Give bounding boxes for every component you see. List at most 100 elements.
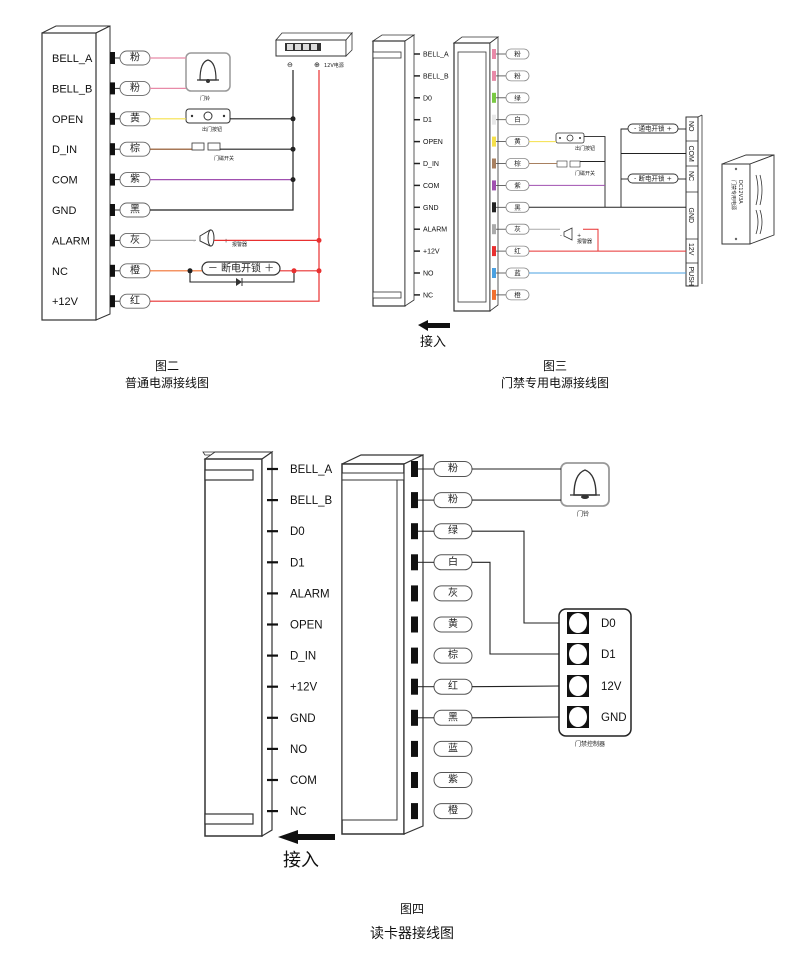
terminal-label: GND xyxy=(687,208,694,224)
pin-terminal xyxy=(492,224,496,235)
pin-label: D0 xyxy=(423,95,432,102)
psu-box: DC12V3A 门禁专用电源 xyxy=(721,154,775,245)
pin-label: BELL_A xyxy=(52,53,93,65)
pin-label: OPEN xyxy=(290,620,323,632)
wire-color-label: 橙 xyxy=(448,804,458,817)
controller-label: 门禁控制器 xyxy=(575,740,605,748)
svg-text:+: + xyxy=(577,233,581,239)
pin-terminal xyxy=(492,70,496,81)
pin-label: +12V xyxy=(423,249,440,256)
lock-off-label: - 断电开锁 + xyxy=(634,174,672,183)
pin-label: +12V xyxy=(52,296,79,308)
pin-label: D_IN xyxy=(290,651,316,663)
wire-tag xyxy=(433,772,473,788)
wire-color-label: 黄 xyxy=(514,137,521,146)
wire-tag xyxy=(505,114,530,126)
arrow-left-icon xyxy=(278,830,335,844)
wire-tag xyxy=(433,803,473,820)
wire-color-label: 粉 xyxy=(448,493,458,506)
wire-color-label: 粉 xyxy=(130,51,140,64)
insert-arrow: 接入 xyxy=(418,320,450,350)
pin-label: COM xyxy=(290,775,317,787)
pin-label: NC xyxy=(52,266,68,278)
fig4-caption-title: 读卡器接线图 xyxy=(370,925,454,942)
junction-dot xyxy=(316,237,322,243)
fail-secure-lock: - 通电开锁 + xyxy=(627,124,679,134)
wire-color-label: 紫 xyxy=(514,181,521,189)
pin-terminal xyxy=(110,264,115,277)
wire-color-label: 绿 xyxy=(514,93,521,102)
wire-color-label: 粉 xyxy=(514,71,521,80)
fig2-caption-number: 图二 xyxy=(155,359,179,373)
lock-label: － 断电开锁 ＋ xyxy=(208,262,274,275)
wire-color-label: 粉 xyxy=(514,49,521,58)
pin-label: D1 xyxy=(423,117,432,124)
wire-tag xyxy=(433,740,473,757)
pin-label: BELL_B xyxy=(290,495,333,507)
pin-terminal xyxy=(411,461,418,477)
junction-dot xyxy=(316,268,322,274)
connector-male xyxy=(202,450,274,838)
wire-color-label: 蓝 xyxy=(514,268,521,277)
door-sensor-label: 门磁开关 xyxy=(575,170,595,177)
pin-terminal xyxy=(492,268,496,278)
bell: 门铃 xyxy=(185,52,231,102)
wire-12v xyxy=(150,70,320,302)
psu-minus-icon: ⊖ xyxy=(287,62,293,69)
bell-icon xyxy=(199,59,217,81)
pin-terminal xyxy=(411,492,418,509)
wire-color-label: 黄 xyxy=(130,111,140,124)
pin-label: ALARM xyxy=(423,227,447,234)
pin-label: BELL_B xyxy=(423,73,449,80)
wire-tag xyxy=(505,70,530,82)
pin-label: +12V xyxy=(290,682,318,694)
wire-tag xyxy=(433,585,473,602)
pin-terminal xyxy=(411,554,418,571)
pin-terminal xyxy=(110,234,115,247)
exit-button: 出门按钮 xyxy=(185,108,231,133)
bell: 门铃 xyxy=(560,462,610,518)
fail-safe-lock: - 断电开锁 + xyxy=(627,174,679,184)
svg-text:-: - xyxy=(193,238,196,245)
wire-color-label: 绿 xyxy=(448,524,458,537)
pin-terminal xyxy=(411,803,418,820)
wire-color-label: 棕 xyxy=(130,142,140,155)
wire-color-label: 黄 xyxy=(448,617,458,630)
pin-terminal xyxy=(411,523,418,540)
wire-color-label: 黑 xyxy=(130,204,140,216)
wire-color-label: 白 xyxy=(514,115,521,124)
pin-terminal xyxy=(110,204,115,216)
pin-terminal xyxy=(492,158,496,169)
terminal-label: 12V xyxy=(687,243,694,256)
junction-dot xyxy=(290,116,296,122)
arrow-label: 接入 xyxy=(420,334,446,350)
alarm-icon xyxy=(563,227,573,241)
diode-icon xyxy=(236,278,242,286)
bell-label: 门铃 xyxy=(577,510,589,518)
pin-terminal xyxy=(411,709,418,726)
arrow-label: 接入 xyxy=(283,850,319,871)
wire-color-label: 紫 xyxy=(130,173,140,185)
pin-label: COM xyxy=(423,183,440,190)
pin-label: NO xyxy=(423,271,434,278)
pin-terminal xyxy=(492,92,496,103)
arrow-left-icon xyxy=(418,320,450,331)
pin-label: OPEN xyxy=(423,139,443,146)
wire-color-label: 灰 xyxy=(514,224,521,233)
pin-terminal xyxy=(110,52,115,64)
pin-terminal xyxy=(110,112,115,125)
terminal-label: PUSH xyxy=(687,267,694,286)
fig3-caption-title: 门禁专用电源接线图 xyxy=(501,375,609,390)
pin-label: NO xyxy=(290,744,307,756)
connector-body xyxy=(41,25,111,321)
terminal-label: COM xyxy=(687,146,694,163)
pin-terminal xyxy=(411,585,418,602)
terminal-label: NO xyxy=(687,121,694,132)
pin-terminal xyxy=(110,82,115,95)
